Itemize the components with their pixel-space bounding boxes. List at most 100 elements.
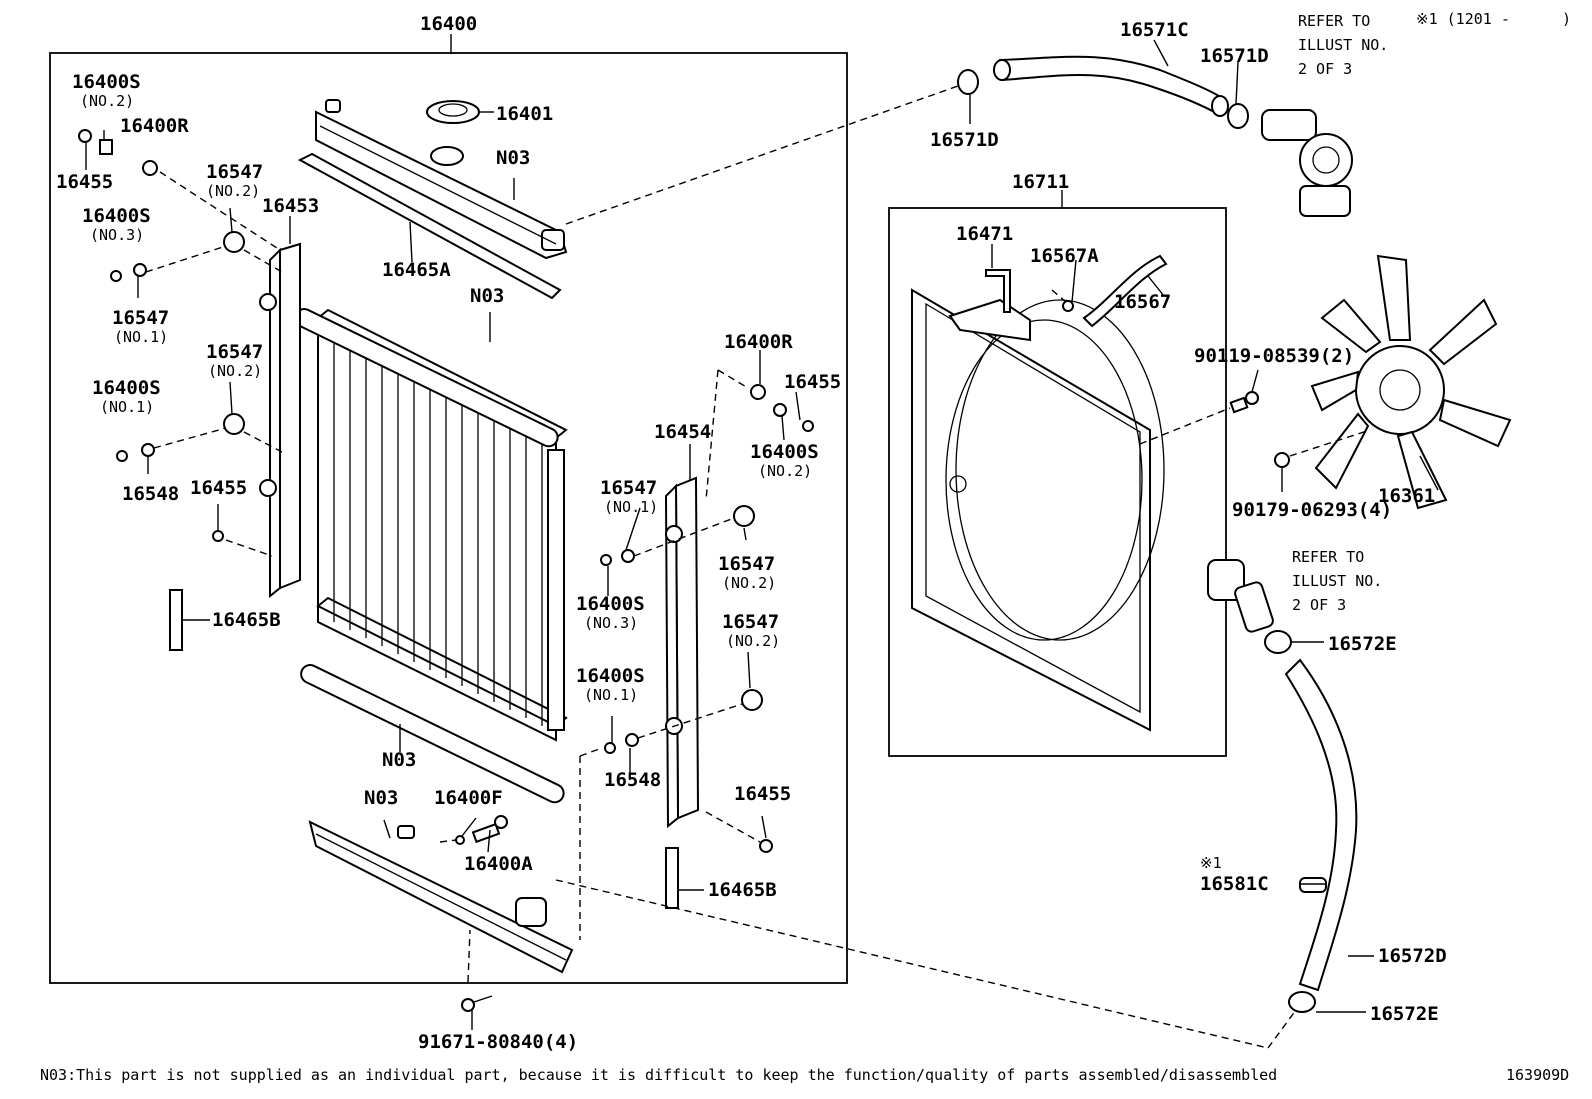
label-n03-lower: N03 [382,749,416,771]
label-16400s-right-no3-sub: (NO.3) [584,614,638,632]
thermostat-housing [1261,109,1353,217]
label-16400s-no1-sub: (NO.1) [100,398,154,416]
part-labels: 16400 16400S (NO.2) 16400R 16455 16547 (… [56,10,1571,1053]
label-n03-upper: N03 [470,285,504,307]
label-16547-right-no1-sub: (NO.1) [604,498,658,516]
block-16465b-right [665,847,679,909]
label-16400r-right: 16400R [724,331,793,353]
fan-16361 [1310,254,1512,510]
label-16547-a: 16547 [206,161,263,183]
label-16400s-top: 16400S [72,71,141,93]
label-16400r-top: 16400R [120,115,189,137]
label-16547-right-no2b: 16547 [722,611,779,633]
label-91671: 91671-80840(4) [418,1031,578,1053]
left-fasteners [78,129,245,542]
footer-note: N03:This part is not supplied as an indi… [40,1066,1277,1084]
right-fasteners [600,384,814,853]
label-16571d-left: 16571D [930,129,999,151]
label-16465a: 16465A [382,259,451,281]
label-n03-bottom: N03 [364,787,398,809]
label-16400f: 16400F [434,787,503,809]
bolt-91671 [461,995,493,1012]
label-refer-top-1: REFER TO [1298,12,1370,30]
gasket-lower [300,664,565,804]
label-16547-b-sub: (NO.2) [208,362,262,380]
label-16572e-bottom: 16572E [1370,1003,1439,1025]
lower-radiator-hose-16572d [1284,658,1358,992]
label-16400: 16400 [420,13,477,35]
label-note-mark-top: ※1 (1201 - [1416,10,1510,28]
overflow-hose-16567 [1062,254,1168,328]
label-16548-left: 16548 [122,483,179,505]
clamp-16572e-lower [1288,991,1316,1013]
label-16465b-left: 16465B [212,609,281,631]
label-16547-right-no1: 16547 [600,477,657,499]
label-16571c: 16571C [1120,19,1189,41]
label-16400s-no1: 16400S [92,377,161,399]
label-90119: 90119-08539(2) [1194,345,1354,367]
label-16711: 16711 [1012,171,1069,193]
label-16361: 16361 [1378,485,1435,507]
upper-tank [315,99,568,260]
reservoir-hose-16471 [985,269,1011,313]
label-refer-top-2: ILLUST NO. [1298,36,1388,54]
label-16547-b: 16547 [206,341,263,363]
label-16400s-right-no2-sub: (NO.2) [758,462,812,480]
label-16471: 16471 [956,223,1013,245]
label-16455-right-bottom: 16455 [734,783,791,805]
label-16455-top: 16455 [56,171,113,193]
filler-neck [430,146,464,166]
label-16547-right-no2a-sub: (NO.2) [722,574,776,592]
dashed-connectors [145,85,1371,1049]
hose-clamp-16571d [957,69,1249,129]
label-16547-right-no2b-sub: (NO.2) [726,632,780,650]
label-16572e-top: 16572E [1328,633,1397,655]
label-refer-mid-2: ILLUST NO. [1292,572,1382,590]
radiator-assembly-box [49,52,848,984]
label-16572d: 16572D [1378,945,1447,967]
label-16400s-right-no3: 16400S [576,593,645,615]
label-16547-a-sub: (NO.2) [206,182,260,200]
right-side-bracket-16454 [664,476,700,829]
label-16571d-top: 16571D [1200,45,1269,67]
label-16547-right-no2a: 16547 [718,553,775,575]
water-inlet-housing [1207,559,1274,633]
label-refer-mid-3: 2 OF 3 [1292,596,1346,614]
label-refer-mid-1: REFER TO [1292,548,1364,566]
label-16547-no1-sub: (NO.1) [114,328,168,346]
clip-16581c [1299,877,1327,893]
label-16465b-right: 16465B [708,879,777,901]
label-16548-right: 16548 [604,769,661,791]
label-mark1: ※1 [1200,854,1222,872]
label-16401: 16401 [496,103,553,125]
label-16455-right-top: 16455 [784,371,841,393]
radiator-cap-16401 [426,100,480,124]
label-16400s-right-no1: 16400S [576,665,645,687]
left-side-bracket-16453 [259,242,301,599]
fan-shroud-16711 [911,288,1165,732]
seal-16465a [297,152,562,300]
label-16400s-no3: 16400S [82,205,151,227]
clamp-16572e-upper [1264,630,1292,654]
label-16454: 16454 [654,421,711,443]
upper-radiator-hose-16571c [993,55,1229,117]
label-n03-cap: N03 [496,147,530,169]
label-90179: 90179-06293(4) [1232,499,1392,521]
block-16465b-left [169,589,183,651]
lower-tank [308,820,574,974]
label-16453: 16453 [262,195,319,217]
label-16400s-right-no2: 16400S [750,441,819,463]
fan-shroud-box [888,207,1227,757]
label-16567a: 16567A [1030,245,1099,267]
label-16400s-no3-sub: (NO.3) [90,226,144,244]
label-refer-top-3: 2 OF 3 [1298,60,1352,78]
leader-lines [85,34,1439,1030]
diagram-id: 163909D [1506,1066,1569,1084]
label-16400s-top-sub: (NO.2) [80,92,134,110]
drain-cock-16400a [455,815,508,845]
label-16581c: 16581C [1200,873,1269,895]
fan-bolts [1229,391,1290,468]
label-16400s-right-no1-sub: (NO.1) [584,686,638,704]
label-16547-no1: 16547 [112,307,169,329]
